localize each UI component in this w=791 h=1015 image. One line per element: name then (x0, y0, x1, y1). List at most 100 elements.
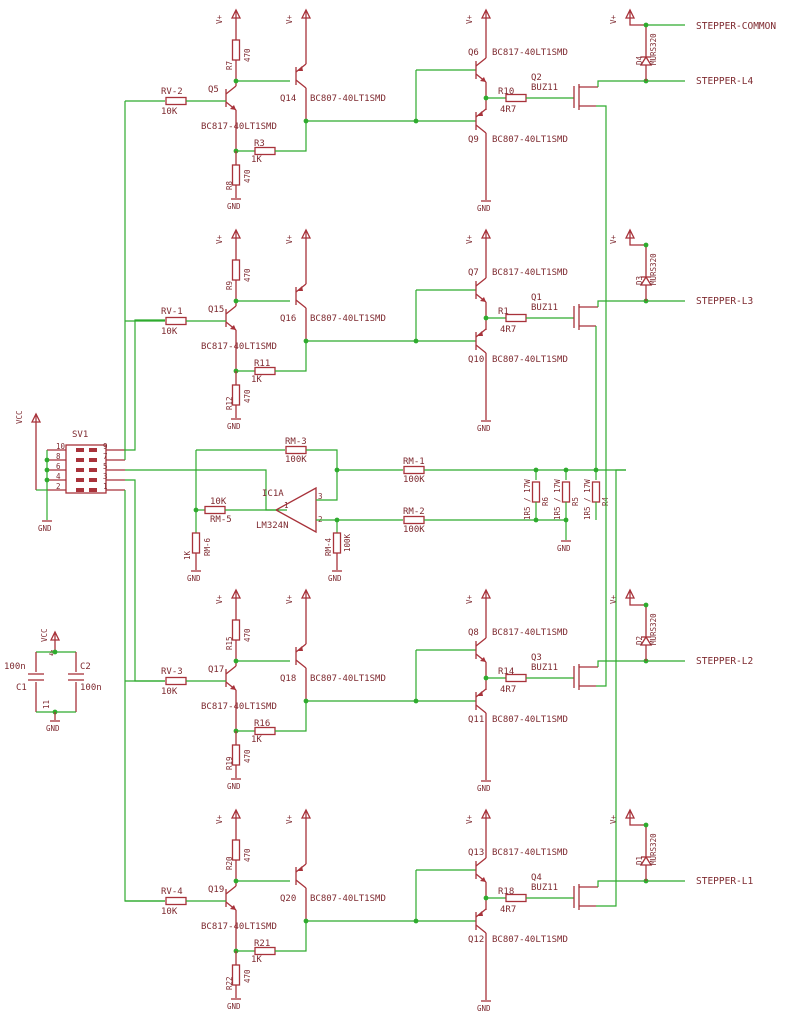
vplus-arrow (480, 808, 492, 819)
transistor-qa-collector (225, 665, 237, 675)
wire (125, 319, 165, 451)
connector-pin-left: 2 (56, 482, 61, 491)
input-resistor (165, 96, 187, 106)
vplus-arrow (480, 588, 492, 599)
diode-body (639, 635, 653, 646)
wire (415, 290, 476, 342)
capacitor-c1-ref: C1 (16, 683, 27, 693)
junction-dot (643, 242, 649, 248)
resistor-feedback-value: 1K (251, 735, 262, 745)
vplus-label: V+ (465, 234, 474, 244)
input-resistor (165, 316, 187, 326)
gnd-label: GND (187, 574, 201, 583)
resistor-bottom-value: 470 (243, 169, 252, 183)
diode-body (639, 855, 653, 866)
connector-pin-pad (89, 488, 97, 492)
connector-pin-left: 8 (56, 452, 61, 461)
connector-pin-right: 3 (103, 472, 108, 481)
capacitor-c2-ref: C2 (80, 662, 91, 672)
vplus-label: V+ (609, 14, 618, 24)
transistor-qb-ref: Q20 (280, 894, 296, 904)
transistor-qp-arrow (477, 111, 483, 116)
wire (415, 650, 476, 702)
resistor-feedback-ref: R21 (254, 939, 270, 949)
transistor-qb-collector (295, 879, 307, 889)
symbol-line (629, 242, 647, 277)
wire (275, 921, 307, 952)
transistor-qp-collector (475, 124, 487, 134)
transistor-qb-ref: Q18 (280, 674, 296, 684)
transistor-qa-ref: Q19 (208, 885, 224, 895)
transistor-qb-ref: Q14 (280, 94, 296, 104)
vplus-label: V+ (215, 14, 224, 24)
resistor-rm6-ref: RM-6 (203, 537, 212, 556)
gnd-label: GND (227, 422, 241, 431)
connector-ref: SV1 (72, 430, 88, 440)
resistor-rm2-ref: RM-2 (403, 507, 425, 517)
vplus-label: V+ (609, 814, 618, 824)
wire (124, 490, 165, 902)
driver-stage-4: V+V+V+V+R20470Q19BC817-40LT1SMDRV-410KR2… (125, 808, 753, 1013)
transistor-qp-arrow (477, 911, 483, 916)
transistor-qp-part: BC807-40LT1SMD (492, 355, 568, 365)
vplus-label: V+ (465, 594, 474, 604)
transistor-qa-collector (225, 85, 237, 95)
resistor-rm2 (403, 515, 425, 525)
vcc-label: VCC (15, 410, 24, 424)
resistor-rm6 (191, 532, 201, 554)
resistor-top (231, 39, 241, 61)
vplus-arrow (624, 228, 636, 239)
vplus-label: V+ (285, 594, 294, 604)
mosfet-part: BUZ11 (531, 303, 558, 313)
input-resistor-ref: RV-3 (161, 667, 183, 677)
diode-body (639, 55, 653, 66)
resistor-feedback-value: 1K (251, 155, 262, 165)
resistor-rm1 (403, 465, 425, 475)
input-resistor-value: 10K (161, 107, 178, 117)
opamp-body (274, 486, 317, 534)
transistor-qa-part: BC817-40LT1SMD (201, 342, 277, 352)
diode-value: MURS320 (649, 33, 658, 65)
wire (596, 470, 607, 687)
mosfet-ref: Q4 (531, 873, 542, 883)
transistor-qn-ref: Q7 (468, 268, 479, 278)
vplus-arrow (480, 8, 492, 19)
gate-resistor-value: 4R7 (500, 325, 516, 335)
input-resistor-ref: RV-1 (161, 307, 183, 317)
transistor-qa-arrow (230, 905, 236, 910)
symbol-line (629, 602, 647, 637)
transistor-qn-part: BC817-40LT1SMD (492, 848, 568, 858)
gnd-label: GND (477, 424, 491, 433)
shunt-value: 1R5 / 17W (583, 479, 592, 520)
transistor-qa-arrow (230, 685, 236, 690)
transistor-qn-collector (475, 57, 487, 67)
wire (596, 105, 607, 470)
gnd-label: GND (227, 1002, 241, 1011)
vplus-arrow (300, 228, 312, 239)
gate-resistor-ref: R14 (498, 667, 514, 677)
gnd-label: GND (477, 784, 491, 793)
wire (597, 660, 685, 667)
wire (275, 341, 307, 372)
input-resistor-ref: RV-2 (161, 87, 183, 97)
input-resistor-value: 10K (161, 327, 178, 337)
shunt-value: 1R5 / 17W (553, 479, 562, 520)
wire (597, 880, 685, 887)
mosfet-ref: Q3 (531, 653, 542, 663)
mosfet-part: BUZ11 (531, 883, 558, 893)
stepper-output-label: STEPPER-L3 (696, 296, 753, 307)
resistor-top-value: 470 (243, 268, 252, 282)
transistor-qa-ref: Q5 (208, 85, 219, 95)
connector-pin-pad (76, 468, 84, 472)
junction-dot (533, 517, 539, 523)
diode-ref: D1 (635, 856, 644, 865)
junction-dot (533, 467, 539, 473)
junction-dot (52, 649, 58, 655)
connector-pin-right: 9 (103, 442, 108, 451)
resistor-rm6-value: 1K (183, 550, 192, 560)
wire (125, 479, 165, 682)
transistor-qp-part: BC807-40LT1SMD (492, 715, 568, 725)
resistor-feedback-value: 1K (251, 955, 262, 965)
vplus-label: V+ (215, 234, 224, 244)
